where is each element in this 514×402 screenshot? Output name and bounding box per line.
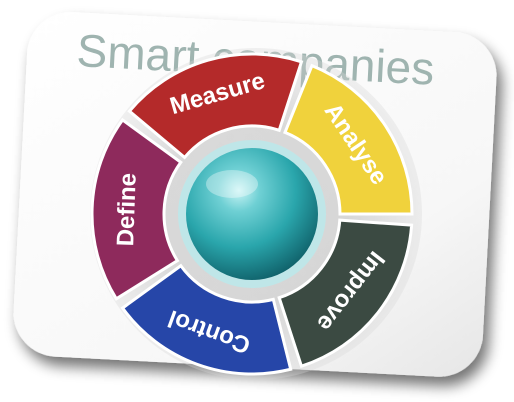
- segment-measure: [127, 52, 304, 160]
- center-sphere: [186, 148, 318, 280]
- label-define: Define: [112, 173, 142, 247]
- segment-control: [120, 263, 293, 376]
- segment-analyse: [283, 63, 414, 216]
- segment-define: [90, 117, 183, 301]
- sphere-highlight: [206, 170, 258, 198]
- cycle-segments: [90, 52, 414, 376]
- segment-improve: [277, 218, 414, 369]
